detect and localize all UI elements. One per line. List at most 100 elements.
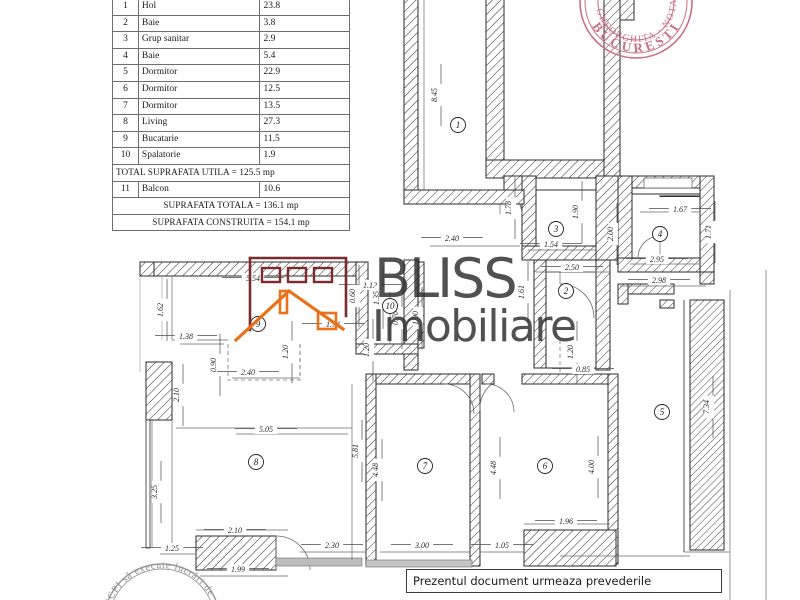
dimension-label: 2.30	[301, 540, 363, 550]
svg-text:1.67: 1.67	[673, 205, 688, 214]
room-name: Hol	[137, 0, 261, 16]
svg-text:1.25: 1.25	[165, 544, 179, 553]
dimension-label: 1.78	[504, 177, 516, 239]
dimension-label: 1.20	[281, 321, 293, 383]
svg-text:1.12: 1.12	[363, 281, 377, 290]
dimension-label: 2.40	[421, 233, 483, 243]
svg-text:5: 5	[660, 407, 665, 417]
svg-text:1.20: 1.20	[281, 345, 290, 359]
svg-text:8.45: 8.45	[430, 88, 439, 102]
svg-text:1: 1	[456, 120, 461, 130]
svg-text:1.78: 1.78	[504, 201, 513, 215]
dimension-label: 1.90	[411, 287, 423, 349]
dimension-label: 2.50	[541, 262, 603, 272]
room-no: 5	[112, 64, 139, 82]
svg-text:0.85: 0.85	[576, 365, 590, 374]
dimension-label: 7.34	[702, 376, 714, 438]
svg-text:4.48: 4.48	[371, 463, 380, 477]
total-utila: TOTAL SUPRAFATA UTILA = 125.5 mp	[112, 163, 350, 182]
svg-text:4: 4	[658, 229, 663, 239]
room-name: Living	[137, 114, 261, 132]
svg-text:1.74: 1.74	[326, 320, 340, 329]
svg-text:0.60: 0.60	[348, 289, 357, 303]
svg-text:1.54: 1.54	[544, 240, 558, 249]
dimension-label: 8.45	[430, 64, 442, 126]
svg-text:1.99: 1.99	[231, 565, 245, 574]
dimension-label: 4.00	[587, 436, 599, 498]
room-area: 1.9	[259, 147, 350, 165]
svg-text:9: 9	[256, 319, 261, 329]
svg-text:5.81: 5.81	[351, 444, 360, 458]
room-no: 2	[112, 14, 139, 33]
dimension-label: 2.98	[628, 275, 690, 285]
svg-text:1.90: 1.90	[411, 311, 420, 325]
dimension-label: 2.95	[626, 254, 688, 264]
svg-text:8: 8	[254, 457, 259, 467]
svg-text:6: 6	[543, 461, 548, 471]
svg-text:2: 2	[564, 286, 569, 296]
dimension-label: 1.38	[155, 331, 217, 341]
svg-text:2.98: 2.98	[652, 276, 666, 285]
room-area: 5.4	[259, 47, 350, 66]
svg-text:2.95: 2.95	[650, 255, 664, 264]
dimension-label: 1.12	[339, 280, 401, 290]
room-no: 11	[112, 180, 139, 199]
room-no: 8	[112, 114, 139, 132]
svg-text:2.40: 2.40	[241, 368, 255, 377]
svg-text:10: 10	[386, 301, 396, 311]
svg-text:0.90: 0.90	[209, 358, 218, 372]
svg-text:1.35: 1.35	[372, 291, 381, 305]
svg-text:2.00: 2.00	[606, 227, 615, 241]
dimension-label: 4.48	[371, 439, 383, 501]
dimension-label: 1.96	[535, 516, 597, 526]
room-marker-2: 2	[558, 283, 574, 299]
dimension-label: 5.81	[351, 420, 363, 482]
dimension-label: 1.25	[141, 543, 203, 553]
room-no: 3	[112, 31, 139, 49]
total-totala: SUPRAFATA TOTALA = 136.1 mp	[112, 197, 350, 215]
dimension-label: 0.90	[209, 334, 221, 396]
dimension-label: 1.67	[649, 204, 711, 214]
dimension-label: 1.54	[520, 239, 582, 249]
room-name: Bucatarie	[137, 130, 261, 149]
room-no: 4	[112, 47, 139, 66]
dimension-label: 1.05	[471, 540, 533, 550]
dimension-label: 1.61	[517, 261, 529, 323]
room-area: 22.9	[259, 64, 350, 82]
room-marker-5: 5	[654, 404, 670, 420]
room-name: Dormitor	[137, 80, 261, 99]
room-name: Dormitor	[137, 64, 261, 82]
svg-text:3.00: 3.00	[414, 541, 429, 550]
room-marker-9: 9	[250, 316, 266, 332]
room-marker-10: 10	[382, 298, 398, 314]
room-area: 12.5	[259, 80, 350, 99]
svg-text:2.50: 2.50	[565, 263, 579, 272]
room-marker-6: 6	[537, 458, 553, 474]
room-area: 27.3	[259, 114, 350, 132]
svg-text:2.30: 2.30	[325, 541, 339, 550]
room-marker-4: 4	[652, 226, 668, 242]
room-marker-1: 1	[450, 117, 466, 133]
room-name: Baie	[137, 47, 261, 66]
dimension-label: 4.48	[489, 437, 501, 499]
room-area: 13.5	[259, 97, 350, 116]
dimension-label: 1.35	[372, 267, 384, 329]
room-area: 10.6	[259, 180, 350, 199]
room-area: 2.9	[259, 31, 350, 49]
svg-text:2.10: 2.10	[228, 526, 242, 535]
svg-text:4.00: 4.00	[587, 460, 596, 474]
dimension-label: 0.60	[348, 265, 360, 327]
dimension-label: 1.99	[207, 564, 269, 574]
room-no: 7	[112, 97, 139, 116]
room-name: Balcon	[137, 180, 261, 199]
svg-text:7: 7	[423, 461, 428, 471]
document-notice-box: Prezentul document urmeaza prevederile	[406, 569, 722, 593]
